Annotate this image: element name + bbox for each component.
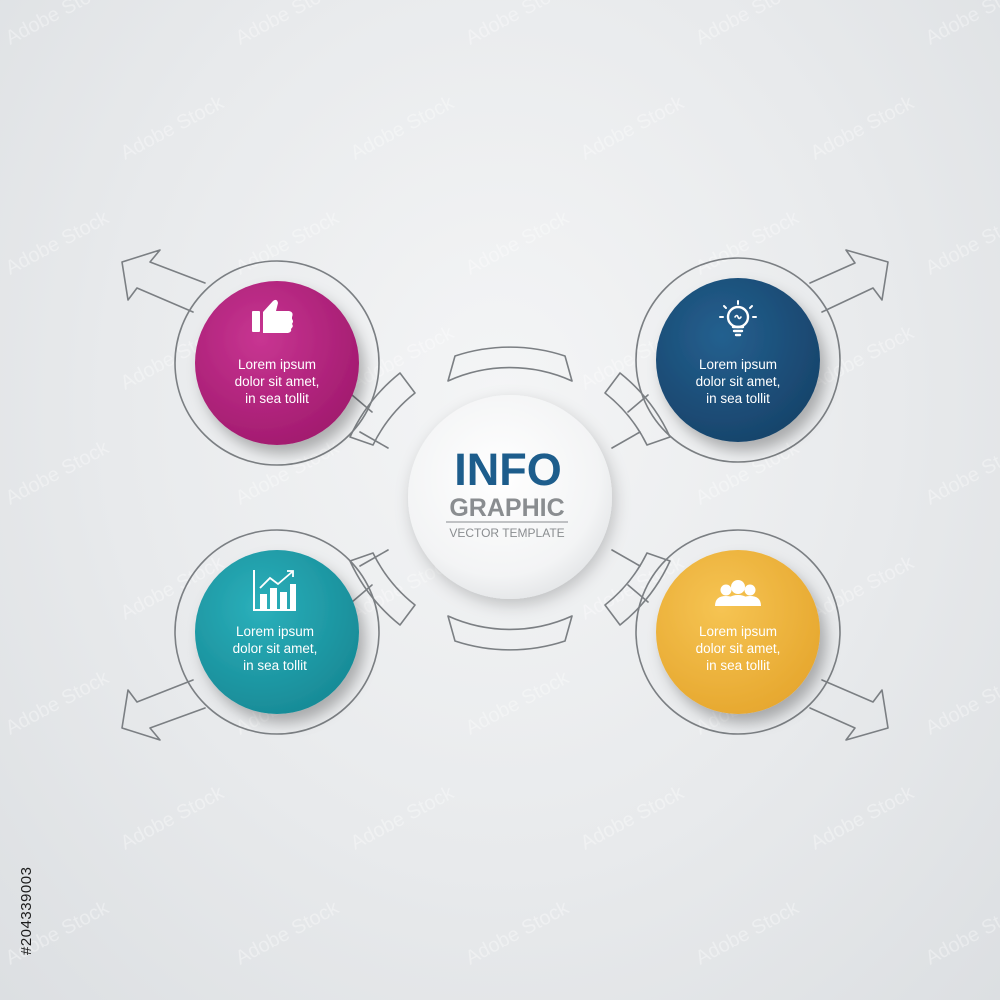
watermark-text: Adobe Stock — [347, 781, 458, 854]
watermark-text: Adobe Stock — [462, 896, 573, 969]
watermark-text: Adobe Stock — [922, 206, 1000, 279]
watermark-text: Adobe Stock — [692, 0, 803, 49]
node-text-top-left-3: in sea tollit — [245, 391, 309, 406]
arm-top-left — [351, 394, 389, 449]
center-hub: INFO GRAPHIC VECTOR TEMPLATE — [408, 395, 612, 599]
arrow-bottom-left — [121, 679, 206, 741]
watermark-text: Adobe Stock — [807, 551, 918, 624]
center-tagline: VECTOR TEMPLATE — [449, 526, 564, 540]
watermark-text: Adobe Stock — [922, 436, 1000, 509]
watermark-text: Adobe Stock — [692, 206, 803, 279]
watermark-text: Adobe Stock — [2, 0, 113, 49]
watermark-text: Adobe Stock — [807, 781, 918, 854]
watermark-text: Adobe Stock — [117, 781, 228, 854]
center-arc-left-bottom — [349, 552, 416, 626]
ring-bottom-right — [635, 529, 841, 735]
watermark-text: Adobe Stock — [232, 436, 343, 509]
watermark-text: Adobe Stock — [232, 0, 343, 49]
node-disc-top-right — [656, 278, 820, 442]
thumbs-up-icon — [252, 299, 293, 333]
node-bottom-right: Lorem ipsum dolor sit amet, in sea tolli… — [656, 550, 820, 714]
node-text-top-right-3: in sea tollit — [706, 391, 770, 406]
watermark-text: Adobe Stock — [462, 666, 573, 739]
watermark-text: Adobe Stock — [922, 0, 1000, 49]
center-disc — [408, 395, 612, 599]
watermark-text: Adobe Stock — [692, 436, 803, 509]
node-text-bottom-left-3: in sea tollit — [243, 658, 307, 673]
node-disc-bottom-right — [656, 550, 820, 714]
watermark-text: Adobe Stock — [2, 206, 113, 279]
watermark-text: Adobe Stock — [462, 206, 573, 279]
watermark-text: Adobe Stock — [807, 91, 918, 164]
watermark-text: Adobe Stock — [232, 896, 343, 969]
lightbulb-icon — [719, 300, 757, 337]
users-icon — [715, 580, 761, 606]
node-top-right: Lorem ipsum dolor sit amet, in sea tolli… — [656, 278, 820, 442]
center-arc-left-top — [349, 372, 416, 446]
arrow-top-right — [809, 249, 889, 313]
center-arc-top — [447, 346, 573, 382]
center-arc-bottom — [447, 615, 573, 651]
node-text-bottom-left-2: dolor sit amet, — [233, 641, 318, 656]
watermark-text: Adobe Stock — [692, 896, 803, 969]
watermark-text: Adobe Stock — [577, 781, 688, 854]
watermark-text: Adobe Stock — [577, 91, 688, 164]
center-subtitle: GRAPHIC — [449, 494, 564, 522]
watermark-text: Adobe Stock — [347, 321, 458, 394]
watermark-text: Adobe Stock — [232, 206, 343, 279]
center-arc-right-bottom — [604, 552, 671, 626]
stock-id-label: #204339003 — [18, 866, 35, 955]
arrow-bottom-right — [809, 679, 889, 741]
arm-top-right — [611, 394, 649, 449]
node-disc-top-left — [195, 281, 359, 445]
node-text-top-right-1: Lorem ipsum — [699, 357, 777, 372]
node-disc-bottom-left — [195, 550, 359, 714]
watermark-text: Adobe Stock — [347, 91, 458, 164]
ring-top-left — [174, 260, 380, 466]
watermark-text: Adobe Stock — [117, 91, 228, 164]
watermark-text: Adobe Stock — [922, 896, 1000, 969]
watermark-text: Adobe Stock — [2, 666, 113, 739]
watermark-text: Adobe Stock — [2, 436, 113, 509]
node-text-top-left-2: dolor sit amet, — [235, 374, 320, 389]
node-top-left: Lorem ipsum dolor sit amet, in sea tolli… — [195, 281, 359, 445]
arm-bottom-right — [611, 549, 649, 603]
watermark-text: Adobe Stock — [462, 0, 573, 49]
node-bottom-left: Lorem ipsum dolor sit amet, in sea tolli… — [195, 550, 359, 714]
node-text-bottom-right-2: dolor sit amet, — [696, 641, 781, 656]
arm-bottom-left — [351, 549, 389, 603]
center-title: INFO — [454, 444, 562, 495]
bar-chart-icon — [253, 570, 296, 611]
arrow-top-left — [121, 249, 206, 313]
center-arc-right-top — [604, 372, 671, 446]
ring-bottom-left — [174, 529, 380, 735]
node-text-bottom-left-1: Lorem ipsum — [236, 624, 314, 639]
node-text-bottom-right-3: in sea tollit — [706, 658, 770, 673]
node-text-top-right-2: dolor sit amet, — [696, 374, 781, 389]
watermark-text: Adobe Stock — [807, 321, 918, 394]
node-text-top-left-1: Lorem ipsum — [238, 357, 316, 372]
node-text-bottom-right-1: Lorem ipsum — [699, 624, 777, 639]
connector-outlines — [121, 249, 889, 741]
watermark-text: Adobe Stock — [922, 666, 1000, 739]
ring-top-right — [635, 257, 841, 463]
